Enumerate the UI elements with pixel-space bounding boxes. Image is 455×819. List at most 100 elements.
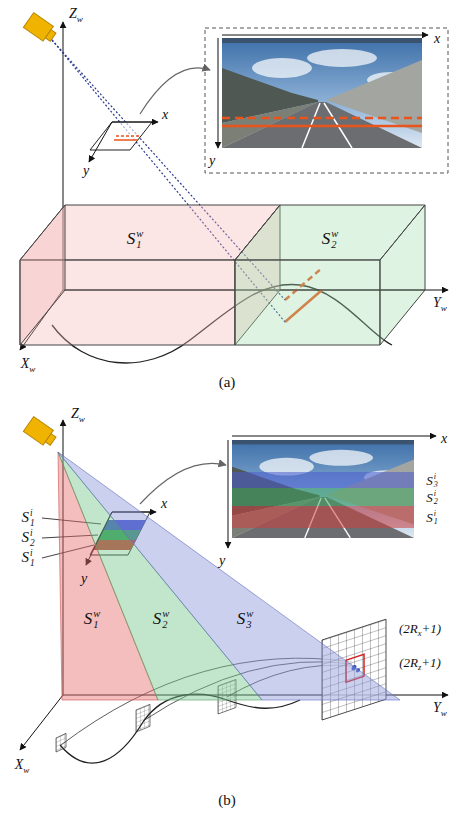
label-holder: (2Rz+1): [399, 653, 441, 671]
subscript: 1: [30, 519, 35, 528]
label-holder: Yw: [433, 698, 447, 717]
label-holder: S2w: [153, 609, 170, 630]
text-run: S: [237, 609, 246, 628]
label-holder: S2i: [21, 528, 34, 548]
region-face: [20, 205, 65, 345]
label-holder: S2w: [322, 229, 339, 250]
road-photo: [232, 440, 414, 538]
text-run: (a): [219, 374, 236, 390]
subscript: w: [77, 14, 83, 24]
label-holder: y: [81, 569, 87, 587]
label-holder: S3i: [426, 470, 438, 489]
panel-a: [20, 13, 448, 363]
region-label: S3w: [237, 609, 254, 630]
axis-label: y: [219, 554, 225, 568]
text-run: S: [153, 609, 162, 628]
photo-band: [232, 506, 414, 528]
script-stack: 2i: [434, 490, 438, 506]
subscript: w: [79, 414, 85, 424]
inset-frame: [205, 28, 448, 173]
image-region-label: S2i: [426, 490, 438, 506]
superscript: w: [162, 609, 169, 620]
image-y-axis: [89, 122, 112, 162]
image-plane: [90, 122, 152, 150]
region-face: [58, 452, 400, 700]
text-run: S: [426, 509, 433, 524]
superscript: w: [93, 609, 100, 620]
photo-band: [232, 488, 414, 506]
label-holder: Zw: [69, 4, 83, 23]
label-holder: S1i: [21, 548, 34, 568]
label-holder: S3w: [237, 609, 254, 630]
subscript: 2: [30, 539, 35, 548]
label-holder: (b): [218, 791, 236, 809]
text-run: x: [162, 107, 168, 122]
photo-lane-dashed: [222, 117, 422, 120]
drawing-part: [45, 434, 56, 446]
text-run: S: [426, 489, 433, 504]
label-holder: Xw: [15, 755, 30, 774]
axis-label: x: [434, 32, 440, 46]
text-run: x: [161, 496, 167, 511]
text-run: y: [81, 571, 87, 586]
image-region-label: S3i: [426, 473, 438, 489]
text-run: (b): [218, 792, 236, 808]
text-run: X: [15, 757, 24, 772]
region-face: [380, 205, 425, 345]
camera-icon: [23, 417, 58, 449]
subscript: 1: [136, 240, 143, 251]
region-face: [235, 260, 380, 345]
script-stack: 1w: [93, 609, 100, 630]
script-stack: 1w: [136, 229, 143, 250]
subscript: w: [29, 364, 35, 374]
camera-icon: [23, 13, 58, 45]
subscript: 3: [246, 620, 253, 631]
trajectory-curve: [60, 694, 300, 763]
superscript: i: [434, 490, 438, 498]
image-region-label: S1i: [21, 549, 34, 568]
label-holder: (a): [219, 373, 236, 391]
text-run: x: [441, 431, 447, 446]
label-holder: y: [83, 161, 89, 179]
superscript: w: [136, 229, 143, 240]
script-stack: 3w: [246, 609, 253, 630]
region-outline: [235, 205, 425, 345]
axis-label: Yw: [433, 701, 447, 717]
label-holder: S2i: [426, 487, 438, 506]
superscript: w: [331, 229, 338, 240]
region-label: S2w: [153, 609, 170, 630]
label-holder: y: [219, 551, 225, 569]
image-lane-solid: [114, 139, 138, 141]
subscript: 1: [434, 518, 438, 526]
label-holder: S1w: [84, 609, 101, 630]
axis-label: Zw: [71, 407, 85, 423]
subscript: w: [441, 708, 447, 718]
text-run: +1): [421, 621, 441, 636]
subscript: z: [418, 662, 421, 672]
label-holder: x: [434, 29, 440, 47]
text-run: S: [84, 609, 93, 628]
image-region-label: S1i: [21, 509, 34, 528]
zoom-arrow: [140, 463, 226, 504]
image-region-label: S1i: [426, 510, 438, 526]
text-run: X: [21, 356, 30, 371]
superscript: i: [30, 529, 35, 538]
label-holder: Xw: [21, 354, 36, 373]
script-stack: 2i: [30, 529, 35, 548]
axis-label: x: [161, 497, 167, 511]
subscript: 1: [30, 559, 35, 568]
photo-y-axis: [218, 38, 219, 148]
script-stack: 1i: [434, 510, 438, 526]
axis-label: Xw: [15, 758, 30, 774]
region-outline: [58, 452, 400, 700]
region-label: S1w: [127, 229, 144, 250]
image-x-axis: [112, 122, 158, 123]
region-edge: [280, 290, 425, 291]
photo-band: [232, 472, 414, 488]
label-holder: x: [161, 494, 167, 512]
panel-b: [20, 417, 448, 764]
superscript: i: [30, 549, 35, 558]
superscript: w: [246, 609, 253, 620]
